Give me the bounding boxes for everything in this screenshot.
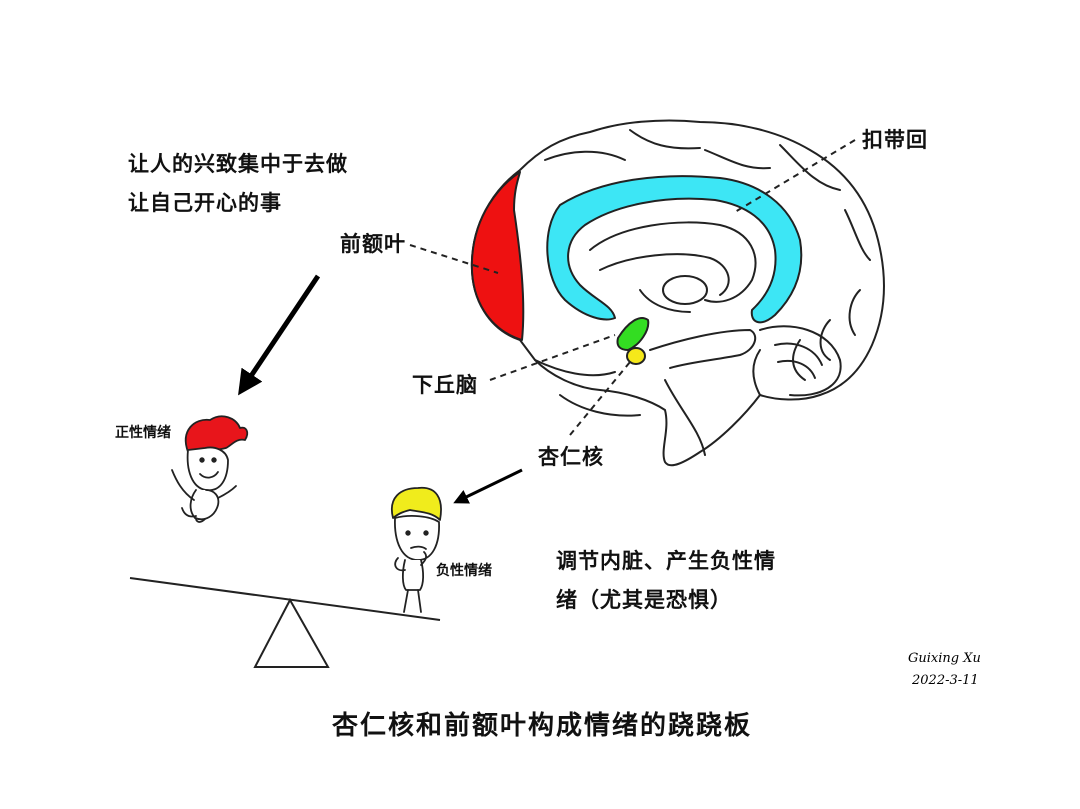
positive-face [186,446,229,492]
amygdala-region [626,347,646,365]
signature-mark: Guixing Xu 2022-3-11 [908,651,981,688]
positive-character [171,415,249,523]
hypothalamus-region [616,317,650,351]
page-title: 杏仁核和前额叶构成情绪的跷跷板 [332,711,753,741]
pointer-lines [409,139,856,436]
negative-character [391,486,442,613]
seesaw-fulcrum [253,597,330,668]
prefrontal-region [470,171,525,341]
top-left-caption-line1: 让人的兴致集中于去做 [128,152,348,176]
top-left-caption-line2: 让自己开心的事 [128,191,282,215]
arrow-to-positive [238,274,321,396]
cingulate-region [546,175,803,324]
brain-outline [470,119,885,467]
cingulate-pointer [734,139,856,213]
label-cingulate: 扣带回 [862,128,928,152]
arrow-to-negative [453,468,523,504]
negative-face [394,515,440,561]
amygdala-caption-line1: 调节内脏、产生负性情 [556,549,776,573]
signature-name: Guixing Xu [908,651,981,666]
red-hair [185,415,249,453]
yellow-hair [391,486,442,521]
amygdala-pointer [569,361,631,436]
brain-illustration [470,119,885,467]
label-prefrontal: 前额叶 [340,232,406,256]
prefrontal-pointer [409,244,499,274]
label-hypothalamus: 下丘脑 [412,373,478,397]
seesaw-plank [129,577,441,621]
label-amygdala: 杏仁核 [538,445,604,469]
signature-date: 2022-3-11 [911,673,979,688]
seesaw [129,577,441,668]
amygdala-caption-line2: 绪（尤其是恐惧） [556,588,732,612]
label-positive-emotion: 正性情绪 [115,425,171,441]
label-negative-emotion: 负性情绪 [436,563,492,579]
hypothalamus-pointer [489,334,616,381]
